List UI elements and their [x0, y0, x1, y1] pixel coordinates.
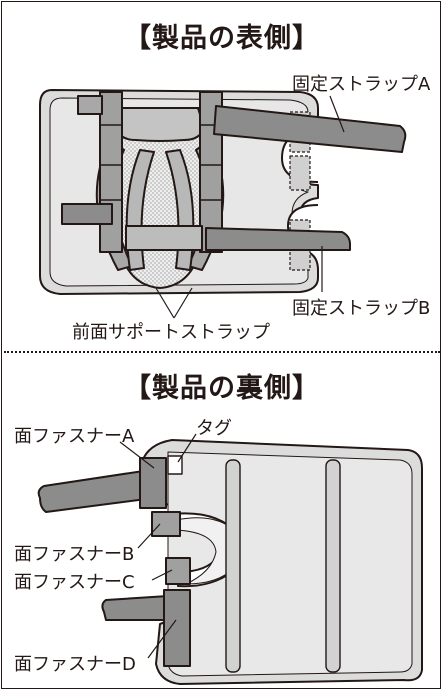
back-view [37, 433, 423, 685]
back-strap-bottom [101, 595, 169, 621]
back-title: 【製品の裏側】 [124, 373, 320, 404]
fastener-d-patch [163, 589, 191, 667]
fastener-c-leader [151, 569, 173, 581]
fastener-b-leader [137, 523, 161, 549]
back-pad-inner [167, 451, 413, 677]
support-leader-left [155, 287, 175, 319]
strap-a-leader [329, 95, 345, 133]
tag-leader [177, 433, 197, 463]
section-divider [4, 351, 440, 353]
label-fastener-c: 面ファスナーC [14, 572, 135, 593]
front-strap-a [213, 105, 407, 153]
support-leader-right [173, 287, 193, 319]
label-strap-b: 固定ストラップB [292, 298, 431, 319]
front-view [39, 89, 407, 319]
front-title: 【製品の表側】 [124, 23, 320, 54]
label-tag: タグ [196, 418, 232, 439]
back-channel-right [325, 459, 341, 673]
front-tab-mid [289, 155, 311, 191]
back-channel-left [225, 459, 241, 673]
label-fastener-b: 面ファスナーB [14, 544, 135, 565]
front-support-arch [115, 107, 205, 142]
back-strap-top [37, 469, 155, 513]
label-fastener-a: 面ファスナーA [14, 426, 135, 447]
label-front-support-strap: 前面サポートストラップ [72, 322, 270, 343]
front-vertical-strap-left [99, 91, 123, 253]
fastener-a-patch [139, 457, 167, 509]
fastener-a-leader [119, 441, 155, 469]
label-strap-a: 固定ストラップA [292, 74, 431, 95]
front-tab-left-bottom [61, 203, 113, 225]
label-fastener-d: 面ファスナーD [14, 654, 136, 675]
front-horizontal-band [125, 225, 203, 251]
fastener-b-patch [151, 511, 181, 537]
front-tab-left-top [77, 95, 103, 115]
fastener-d-leader [147, 619, 177, 659]
front-strap-b [205, 227, 351, 251]
